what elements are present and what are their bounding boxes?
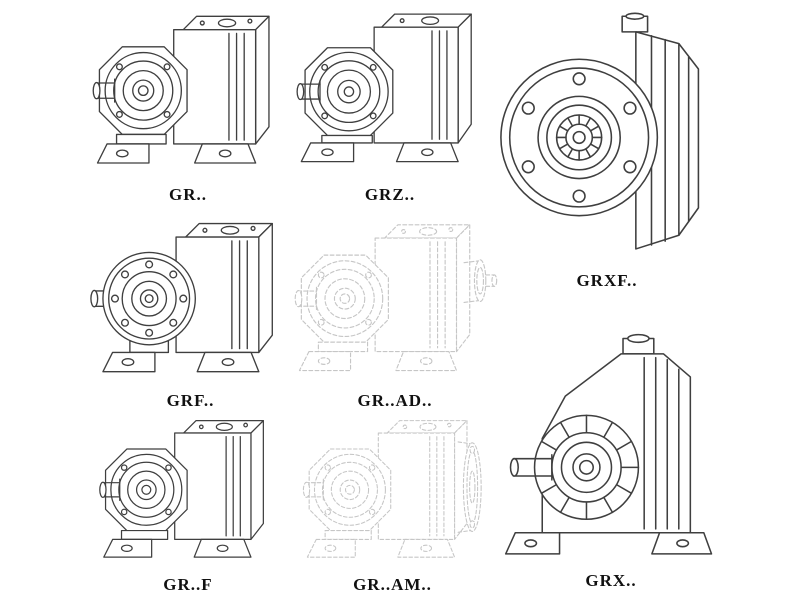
gearbox-drawing-gr-f — [88, 410, 288, 574]
gearbox-figure-grxf: GRXF.. — [497, 2, 717, 294]
gearbox-figure-grz: GRZ.. — [292, 2, 488, 208]
gearbox-drawing-grx — [504, 333, 713, 555]
gearbox-label-grx: GRX.. — [585, 571, 637, 590]
gearbox-label-grf: GRF.. — [166, 391, 215, 410]
gearbox-drawing-gr-ad — [290, 212, 500, 390]
gearbox-drawing-grz — [296, 13, 472, 163]
gearbox-label-gr-f: GR..F — [163, 575, 213, 594]
gearbox-figure-gr-am: GR..AM.. — [290, 410, 495, 598]
gearbox-figure-gr-f: GR..F — [88, 410, 288, 598]
gearbox-label-gr-am: GR..AM.. — [353, 575, 432, 594]
gearbox-label-grz: GRZ.. — [364, 185, 416, 204]
gearbox-figure-gr: GR.. — [88, 2, 288, 208]
gearbox-label-gr-ad: GR..AD.. — [357, 391, 433, 410]
gearbox-figure-grx: GRX.. — [498, 306, 724, 594]
gearbox-drawing-gr — [88, 2, 288, 184]
gearbox-label-gr: GR.. — [169, 185, 207, 204]
gearbox-drawing-gr-am — [290, 410, 495, 574]
gearbox-figure-grf: GRF.. — [88, 212, 293, 414]
gearbox-label-grxf: GRXF.. — [576, 271, 638, 290]
gearbox-drawing-grxf — [500, 12, 700, 250]
gearbox-drawing-grf — [88, 212, 293, 390]
gearbox-figure-gr-ad: GR..AD.. — [290, 212, 500, 414]
